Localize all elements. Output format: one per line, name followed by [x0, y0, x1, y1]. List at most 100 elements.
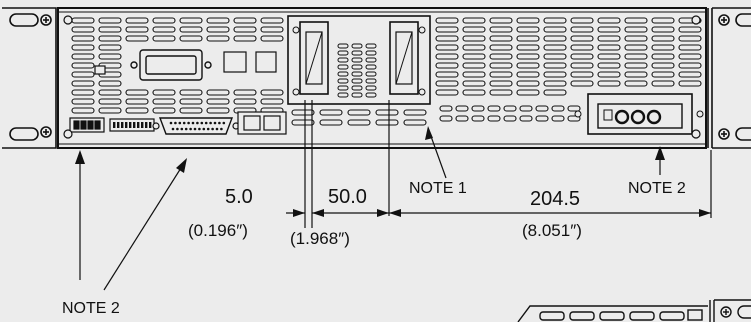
dim-1-mm: 5.0 [225, 186, 253, 208]
ventilation-slots [71, 17, 702, 126]
vent-slot [462, 80, 486, 87]
vent-slot [98, 26, 122, 33]
vent-slot [71, 17, 95, 24]
dip-switch-lever [137, 122, 140, 128]
chassis-outline [57, 7, 707, 149]
db25-pins [169, 121, 226, 131]
vent-slot [551, 115, 565, 122]
vent-slot [125, 98, 149, 105]
vent-slot [624, 53, 648, 60]
vent-slot [570, 62, 594, 69]
vent-slot [678, 80, 702, 87]
vent-slot [365, 64, 377, 70]
db25-pin [209, 121, 212, 125]
vent-slot [624, 62, 648, 69]
vent-slot [337, 50, 349, 56]
vent-slot [365, 85, 377, 91]
vent-slot [543, 35, 567, 42]
vent-slot [551, 105, 565, 112]
vent-slot [337, 57, 349, 63]
vent-slot [543, 71, 567, 78]
vent-slot [597, 35, 621, 42]
vent-slot [179, 98, 203, 105]
vent-slot [206, 107, 230, 114]
db25-pin [180, 127, 184, 131]
db25-pin [182, 121, 186, 125]
vent-slot [152, 98, 176, 105]
vent-slot [351, 92, 363, 98]
vent-slot [489, 44, 513, 51]
vent-slot [651, 71, 675, 78]
vent-slot [651, 35, 675, 42]
vent-slot [543, 17, 567, 24]
vent-slot [435, 17, 459, 24]
dip-switch-lever [141, 122, 144, 128]
vent-slot [567, 105, 581, 112]
vent-slot [347, 109, 371, 116]
vent-slot [462, 71, 486, 78]
vent-slot [516, 17, 540, 24]
vent-slot [206, 26, 230, 33]
vent-slot [489, 17, 513, 24]
db25-pin [215, 127, 219, 131]
db25-pin [220, 127, 223, 131]
vent-slot [651, 26, 675, 33]
vent-slot [351, 64, 363, 70]
vent-slot [179, 26, 203, 33]
vent-slot [435, 35, 459, 42]
dim-3-inch: (8.051″) [522, 221, 582, 240]
vent-slot [543, 44, 567, 51]
vent-slot [624, 26, 648, 33]
vent-slot [152, 35, 176, 42]
vent-slot [651, 44, 675, 51]
vent-slot [570, 44, 594, 51]
vent-slot [462, 89, 486, 96]
vent-slot [651, 62, 675, 69]
note-2-right-label: NOTE 2 [628, 180, 686, 197]
vent-slot [462, 26, 486, 33]
vent-slot [152, 26, 176, 33]
dim-3-mm: 204.5 [530, 188, 580, 210]
vent-slot [403, 119, 427, 126]
vent-slot [365, 43, 377, 49]
vent-slot [71, 62, 95, 69]
vent-slot [543, 62, 567, 69]
vent-slot [98, 107, 122, 114]
vent-slot [471, 105, 485, 112]
vent-slot [152, 17, 176, 24]
db25-pin [222, 121, 226, 125]
dip-switch-lever [125, 122, 128, 128]
vent-slot [365, 50, 377, 56]
vent-slot [152, 89, 176, 96]
vent-slot [125, 107, 149, 114]
db25-pin [200, 121, 204, 125]
vent-slot [570, 26, 594, 33]
vent-slot [516, 26, 540, 33]
vent-slot [291, 119, 315, 126]
vent-slot [233, 35, 257, 42]
db25-pin [198, 127, 201, 131]
vent-slot [519, 115, 533, 122]
vent-slot [351, 78, 363, 84]
vent-slot [439, 105, 453, 112]
vent-slot [206, 89, 230, 96]
vent-slot [678, 26, 702, 33]
vent-slot [489, 62, 513, 69]
vent-slot [624, 44, 648, 51]
vent-slot [125, 17, 149, 24]
vent-slot [471, 115, 485, 122]
vent-slot [233, 98, 257, 105]
vent-slot [489, 80, 513, 87]
db25-pin [178, 121, 182, 125]
vent-slot [71, 80, 95, 87]
vent-slot [516, 35, 540, 42]
panel-screws [63, 15, 701, 139]
vent-slot [535, 115, 549, 122]
second-unit-partial [517, 299, 751, 322]
vent-slot [516, 53, 540, 60]
vent-slot [651, 80, 675, 87]
db25-pin [171, 127, 175, 131]
vent-slot [570, 53, 594, 60]
db25-pin [211, 127, 214, 131]
